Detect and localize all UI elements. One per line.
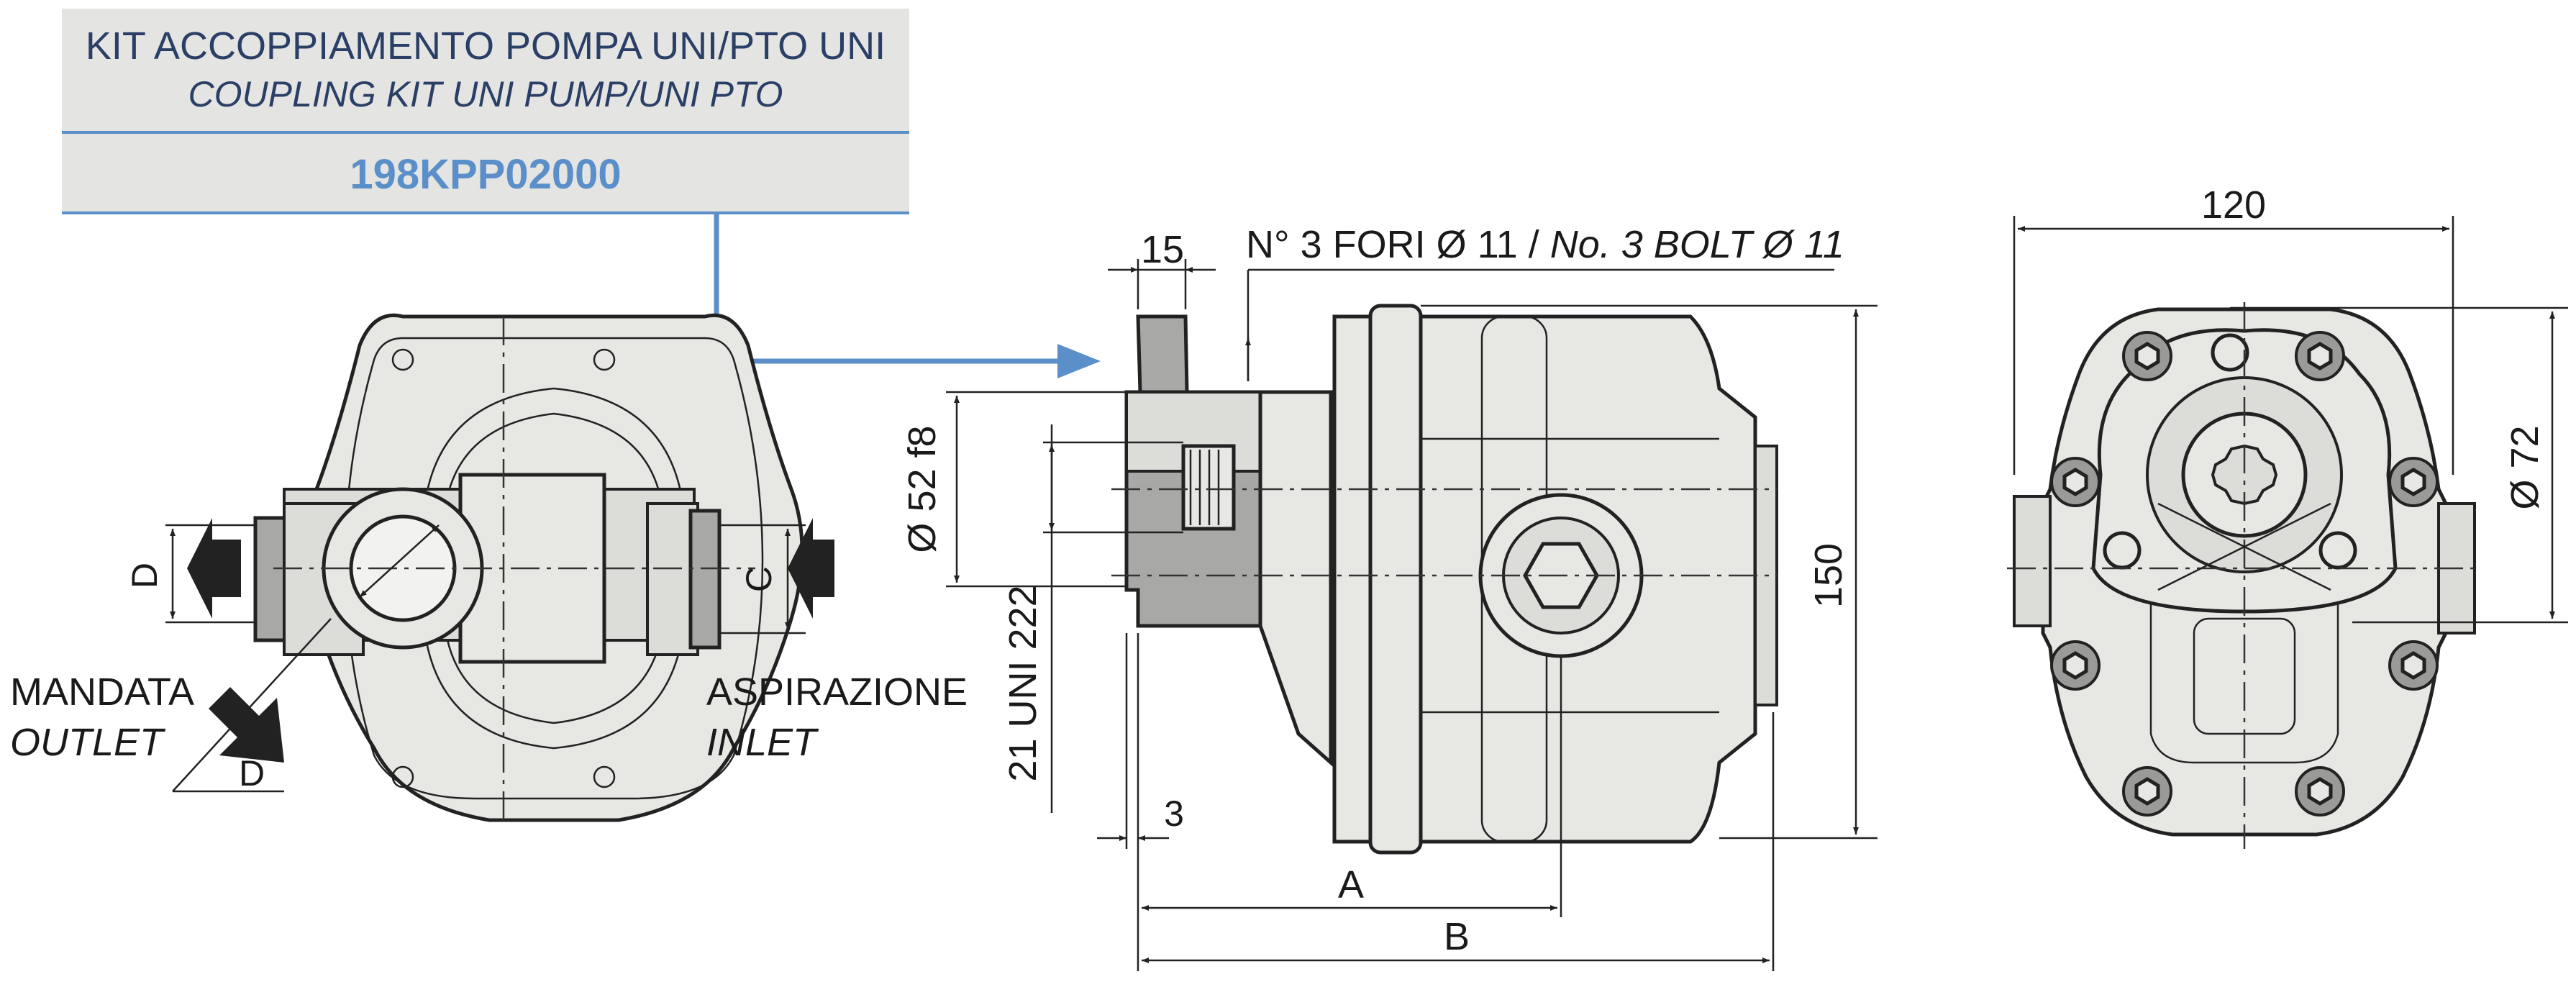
left-hole-3 bbox=[391, 765, 414, 788]
dim-a-label: A bbox=[1338, 863, 1364, 906]
left-inner-flange bbox=[344, 337, 764, 800]
inlet-arrow-icon bbox=[788, 518, 834, 619]
side-adaptor bbox=[1258, 390, 1333, 767]
dim-52-label: Ø 52 f8 bbox=[901, 425, 944, 552]
rear-inner-frame bbox=[2149, 590, 2339, 764]
outlet-arrow-icon bbox=[187, 518, 241, 619]
inlet-port-fitting bbox=[688, 509, 722, 650]
pointer-arrow-head bbox=[1057, 344, 1101, 378]
left-hole-2 bbox=[593, 348, 616, 371]
left-hole-1 bbox=[391, 348, 414, 371]
left-view: D C D MANDATA OUTLET ASPIRAZIONE INLET bbox=[10, 313, 968, 822]
bolt-hex-icon bbox=[2062, 468, 2088, 496]
dim-d-vertical-label: D bbox=[124, 563, 165, 588]
rear-flange-hole-1 bbox=[2211, 333, 2249, 372]
outlet-label-it: MANDATA bbox=[10, 670, 194, 714]
rear-left-boss bbox=[2013, 495, 2052, 627]
outlet-label-en: OUTLET bbox=[10, 721, 166, 764]
rear-flange-hole-3 bbox=[2318, 531, 2357, 570]
left-upper-cavity bbox=[445, 412, 663, 504]
outlet-diagonal-arrow-icon bbox=[209, 687, 284, 763]
dim-15-label: 15 bbox=[1141, 228, 1184, 271]
dim-b-label: B bbox=[1444, 915, 1470, 958]
rear-flange-hole-2 bbox=[2103, 531, 2142, 570]
header-title-panel bbox=[62, 9, 909, 131]
left-lower-cavity-outer bbox=[423, 629, 685, 750]
bolt-hex-icon bbox=[2307, 342, 2333, 370]
dim-72-label: Ø 72 bbox=[2503, 425, 2547, 509]
header-title-en: COUPLING KIT UNI PUMP/UNI PTO bbox=[188, 74, 783, 114]
bolt-hex-icon bbox=[2134, 777, 2160, 806]
inlet-label-en: INLET bbox=[706, 721, 819, 764]
pointer-arrow-line bbox=[714, 213, 1079, 364]
bolt-hex-icon bbox=[2134, 342, 2160, 370]
bolt-note: N° 3 FORI Ø 11 / No. 3 BOLT Ø 11 bbox=[1246, 223, 1844, 266]
side-flange-ear bbox=[1136, 314, 1189, 394]
left-upper-cavity-outer bbox=[423, 387, 685, 508]
dim-120-label: 120 bbox=[2201, 183, 2266, 227]
dim-shaft-label: 21 UNI 222 bbox=[1001, 585, 1044, 781]
header-box: KIT ACCOPPIAMENTO POMPA UNI/PTO UNI COUP… bbox=[62, 9, 1101, 378]
dim-150-label: 150 bbox=[1807, 543, 1850, 608]
bolt-hex-icon bbox=[2307, 777, 2333, 806]
bolt-note-italic: No. 3 BOLT Ø 11 bbox=[1550, 223, 1844, 266]
header-code: 198KPP02000 bbox=[350, 151, 621, 198]
side-flange-upper bbox=[1125, 391, 1262, 473]
header-title-it: KIT ACCOPPIAMENTO POMPA UNI/PTO UNI bbox=[86, 24, 886, 68]
side-front-ring bbox=[1368, 304, 1423, 855]
left-lower-cavity bbox=[445, 632, 663, 724]
rear-bolt-group bbox=[2050, 331, 2439, 817]
dim-3-label: 3 bbox=[1164, 793, 1184, 834]
side-view: 15 N° 3 FORI Ø 11 / No. 3 BOLT Ø 11 Ø 52… bbox=[901, 223, 1878, 971]
rear-view: 120 Ø 72 bbox=[2007, 183, 2568, 849]
header-code-panel bbox=[62, 134, 909, 212]
inlet-label-it: ASPIRAZIONE bbox=[706, 670, 968, 714]
bolt-hex-icon bbox=[2400, 468, 2426, 496]
dim-c-label: C bbox=[739, 566, 779, 592]
bolt-note-main: N° 3 FORI Ø 11 / bbox=[1246, 223, 1550, 266]
rear-hole-line-2 bbox=[2157, 502, 2331, 591]
dim-d-diagonal-label: D bbox=[239, 753, 265, 793]
dim-d-diagonal-line bbox=[359, 524, 440, 598]
bolt-hex-icon bbox=[2062, 651, 2088, 680]
left-hole-4 bbox=[593, 765, 616, 788]
dim-d-diagonal-leader bbox=[172, 618, 332, 792]
bolt-hex-icon bbox=[2400, 651, 2426, 680]
